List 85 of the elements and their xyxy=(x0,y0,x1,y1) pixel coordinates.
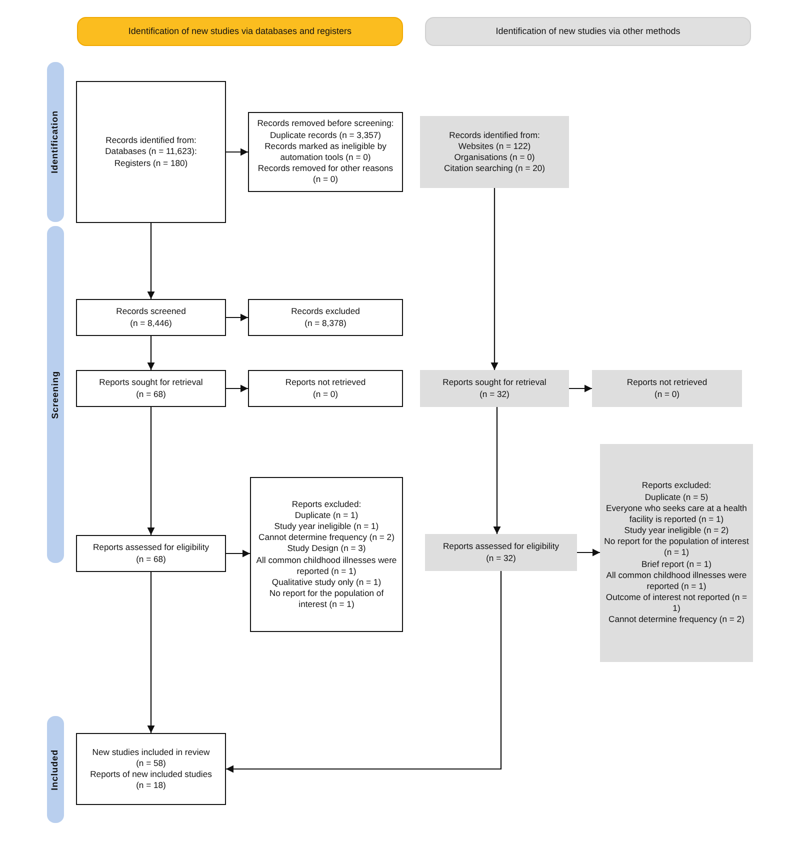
box-text: Cannot determine frequency (n = 2) xyxy=(258,532,394,544)
box-text: Everyone who seeks care at a health facility is reported (n = 1) xyxy=(605,502,748,526)
box-text: Websites (n = 122) xyxy=(458,140,531,152)
box-text: Reports assessed for eligibility xyxy=(442,541,560,552)
box-text: No report for the population of interest (n = 1) xyxy=(604,536,749,559)
arrow xyxy=(147,572,155,733)
process-box xyxy=(76,81,226,223)
box-text: (n = 0) xyxy=(312,388,338,400)
box-text: Citation searching (n = 20) xyxy=(444,163,546,174)
process-box xyxy=(600,444,753,662)
box-text: Reports sought for retrieval xyxy=(99,377,203,388)
box-text: (n = 18) xyxy=(136,780,166,792)
box-text: Cannot determine frequency (n = 2) xyxy=(608,614,744,626)
box-text: Duplicate (n = 5) xyxy=(644,492,708,503)
phase-band xyxy=(47,62,64,222)
arrow xyxy=(490,188,498,370)
box-text: Duplicate (n = 1) xyxy=(294,510,358,521)
arrow xyxy=(226,314,248,322)
header-band xyxy=(77,17,403,46)
box-text: (n = 8,446) xyxy=(130,318,172,329)
arrow xyxy=(226,571,502,773)
box-text: Reports not retrieved xyxy=(285,377,366,388)
box-text: Records identified from: xyxy=(449,130,540,141)
arrow xyxy=(147,407,155,535)
process-box xyxy=(248,112,403,192)
box-text: No report for the population of interest (n = 1) xyxy=(268,588,385,610)
box-text: Records removed for other reasons (n = 0) xyxy=(256,163,394,186)
process-box xyxy=(420,370,569,407)
process-box xyxy=(592,370,742,407)
box-text: New studies included in review xyxy=(92,746,210,758)
arrow xyxy=(577,548,600,556)
box-text: Records excluded xyxy=(291,306,360,318)
process-box xyxy=(76,535,226,572)
box-text: (n = 8,378) xyxy=(304,318,346,329)
box-text: Reports sought for retrieval xyxy=(442,377,546,388)
arrow xyxy=(226,384,248,392)
arrow xyxy=(493,407,501,534)
box-text: All common childhood illnesses were reported (n = 1) xyxy=(605,570,748,592)
arrow xyxy=(147,223,155,299)
process-box xyxy=(76,299,226,336)
box-text: (n = 0) xyxy=(654,388,680,400)
box-text: Reports excluded: xyxy=(642,480,712,492)
box-text: All common childhood illnesses were reported (n = 1) xyxy=(255,554,398,577)
box-text: Organisations (n = 0) xyxy=(454,152,535,164)
box-text: Study year ineligible (n = 2) xyxy=(624,525,729,536)
box-text: Identification of new studies via databases and registers xyxy=(128,26,352,38)
box-text: (n = 32) xyxy=(480,388,510,400)
box-text: Reports excluded: xyxy=(292,498,362,510)
box-text: Registers (n = 180) xyxy=(114,158,188,169)
box-text: (n = 68) xyxy=(136,554,166,565)
box-text: Records identified from: xyxy=(106,135,196,146)
box-text: (n = 32) xyxy=(486,552,516,564)
arrow xyxy=(147,336,155,370)
process-box xyxy=(250,477,403,632)
arrow xyxy=(569,384,592,392)
box-text: Records removed before screening: xyxy=(257,118,394,130)
box-text: Study Design (n = 3) xyxy=(287,543,366,554)
process-box xyxy=(248,370,403,407)
process-box xyxy=(76,733,226,805)
box-text: Study year ineligible (n = 1) xyxy=(274,520,379,532)
process-box xyxy=(425,534,577,571)
phase-band xyxy=(47,716,64,823)
arrow xyxy=(226,148,248,156)
box-text: (n = 58) xyxy=(136,758,166,769)
phase-band xyxy=(47,226,64,563)
box-text: Reports of new included studies xyxy=(90,769,212,780)
box-text: Brief report (n = 1) xyxy=(642,558,712,570)
process-box xyxy=(76,370,226,407)
arrow xyxy=(226,550,250,558)
box-text: Reports not retrieved xyxy=(626,377,708,388)
process-box xyxy=(420,116,569,188)
phase-label: Included xyxy=(50,749,61,790)
box-text: Records marked as ineligible by automation tools (n = 0) xyxy=(264,140,388,164)
header-band xyxy=(425,17,751,46)
box-text: Qualitative study only (n = 1) xyxy=(272,576,382,588)
box-text: (n = 68) xyxy=(136,388,166,400)
process-box xyxy=(248,299,403,336)
box-text: Identification of new studies via other methods xyxy=(496,26,680,38)
box-text: Reports assessed for eligibility xyxy=(92,542,210,554)
phase-label: Identification xyxy=(50,110,61,174)
box-text: Outcome of interest not reported (n = 1) xyxy=(604,592,748,614)
box-text: Duplicate records (n = 3,357) xyxy=(270,130,382,141)
box-text: Records screened xyxy=(116,306,186,318)
box-text: Databases (n = 11,623): xyxy=(105,146,197,158)
phase-label: Screening xyxy=(50,370,61,418)
